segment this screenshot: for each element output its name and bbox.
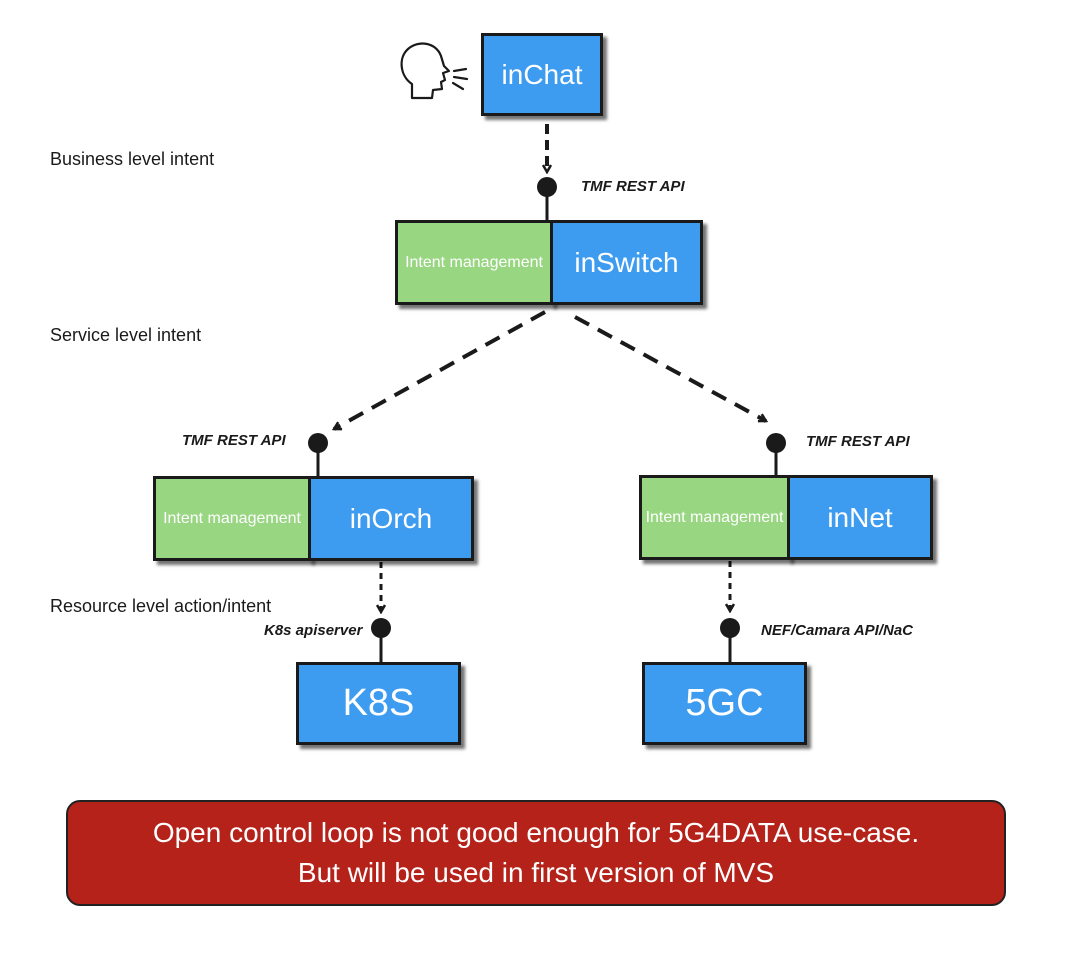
- k8s-label: K8S: [342, 682, 415, 724]
- label-service-level: Service level intent: [50, 325, 202, 345]
- label-business-level: Business level intent: [50, 149, 215, 169]
- label-k8s-apiserver: K8s apiserver: [264, 622, 363, 639]
- inchat-label: inChat: [501, 58, 583, 90]
- warning-banner: Open control loop is not good enough for…: [66, 800, 1006, 906]
- label-tmf-rest-api-inswitch: TMF REST API: [581, 178, 685, 195]
- interface-dot-tmf-innet: [766, 433, 786, 453]
- inorch-intent-management: Intent management: [153, 476, 311, 561]
- inorch-label: inOrch: [349, 502, 433, 534]
- interface-dot-5gc: [720, 618, 740, 638]
- label-tmf-rest-api-innet: TMF REST API: [806, 433, 910, 450]
- label-resource-level: Resource level action/intent: [50, 596, 272, 616]
- intent-management-label: Intent management: [405, 253, 543, 271]
- innet-label: inNet: [827, 501, 893, 533]
- arrow-inswitch-to-inorch: [334, 310, 546, 431]
- inchat-box: inChat: [481, 33, 603, 116]
- arrow-inswitch-to-innet: [574, 315, 766, 423]
- intent-management-label: Intent management: [163, 509, 301, 527]
- inswitch-label: inSwitch: [574, 246, 679, 278]
- label-tmf-rest-api-inorch: TMF REST API: [182, 432, 286, 449]
- interface-dot-k8s: [371, 618, 391, 638]
- innet-box: inNet: [787, 475, 933, 560]
- banner-line-1: Open control loop is not good enough for…: [152, 817, 920, 848]
- fivegc-box: 5GC: [642, 662, 807, 745]
- banner-line-2: But will be used in first version of MVS: [297, 857, 775, 888]
- inswitch-intent-management: Intent management: [395, 220, 553, 305]
- innet-intent-management: Intent management: [639, 475, 790, 560]
- speaking-head-icon: [400, 42, 469, 100]
- intent-management-label: Intent management: [645, 508, 784, 526]
- interface-dot-tmf-inorch: [308, 433, 328, 453]
- fivegc-label: 5GC: [685, 682, 764, 724]
- inorch-box: inOrch: [308, 476, 474, 561]
- label-nef-camara: NEF/Camara API/NaC: [761, 622, 913, 639]
- inswitch-box: inSwitch: [550, 220, 703, 305]
- interface-dot-tmf-inswitch: [537, 177, 557, 197]
- k8s-box: K8S: [296, 662, 461, 745]
